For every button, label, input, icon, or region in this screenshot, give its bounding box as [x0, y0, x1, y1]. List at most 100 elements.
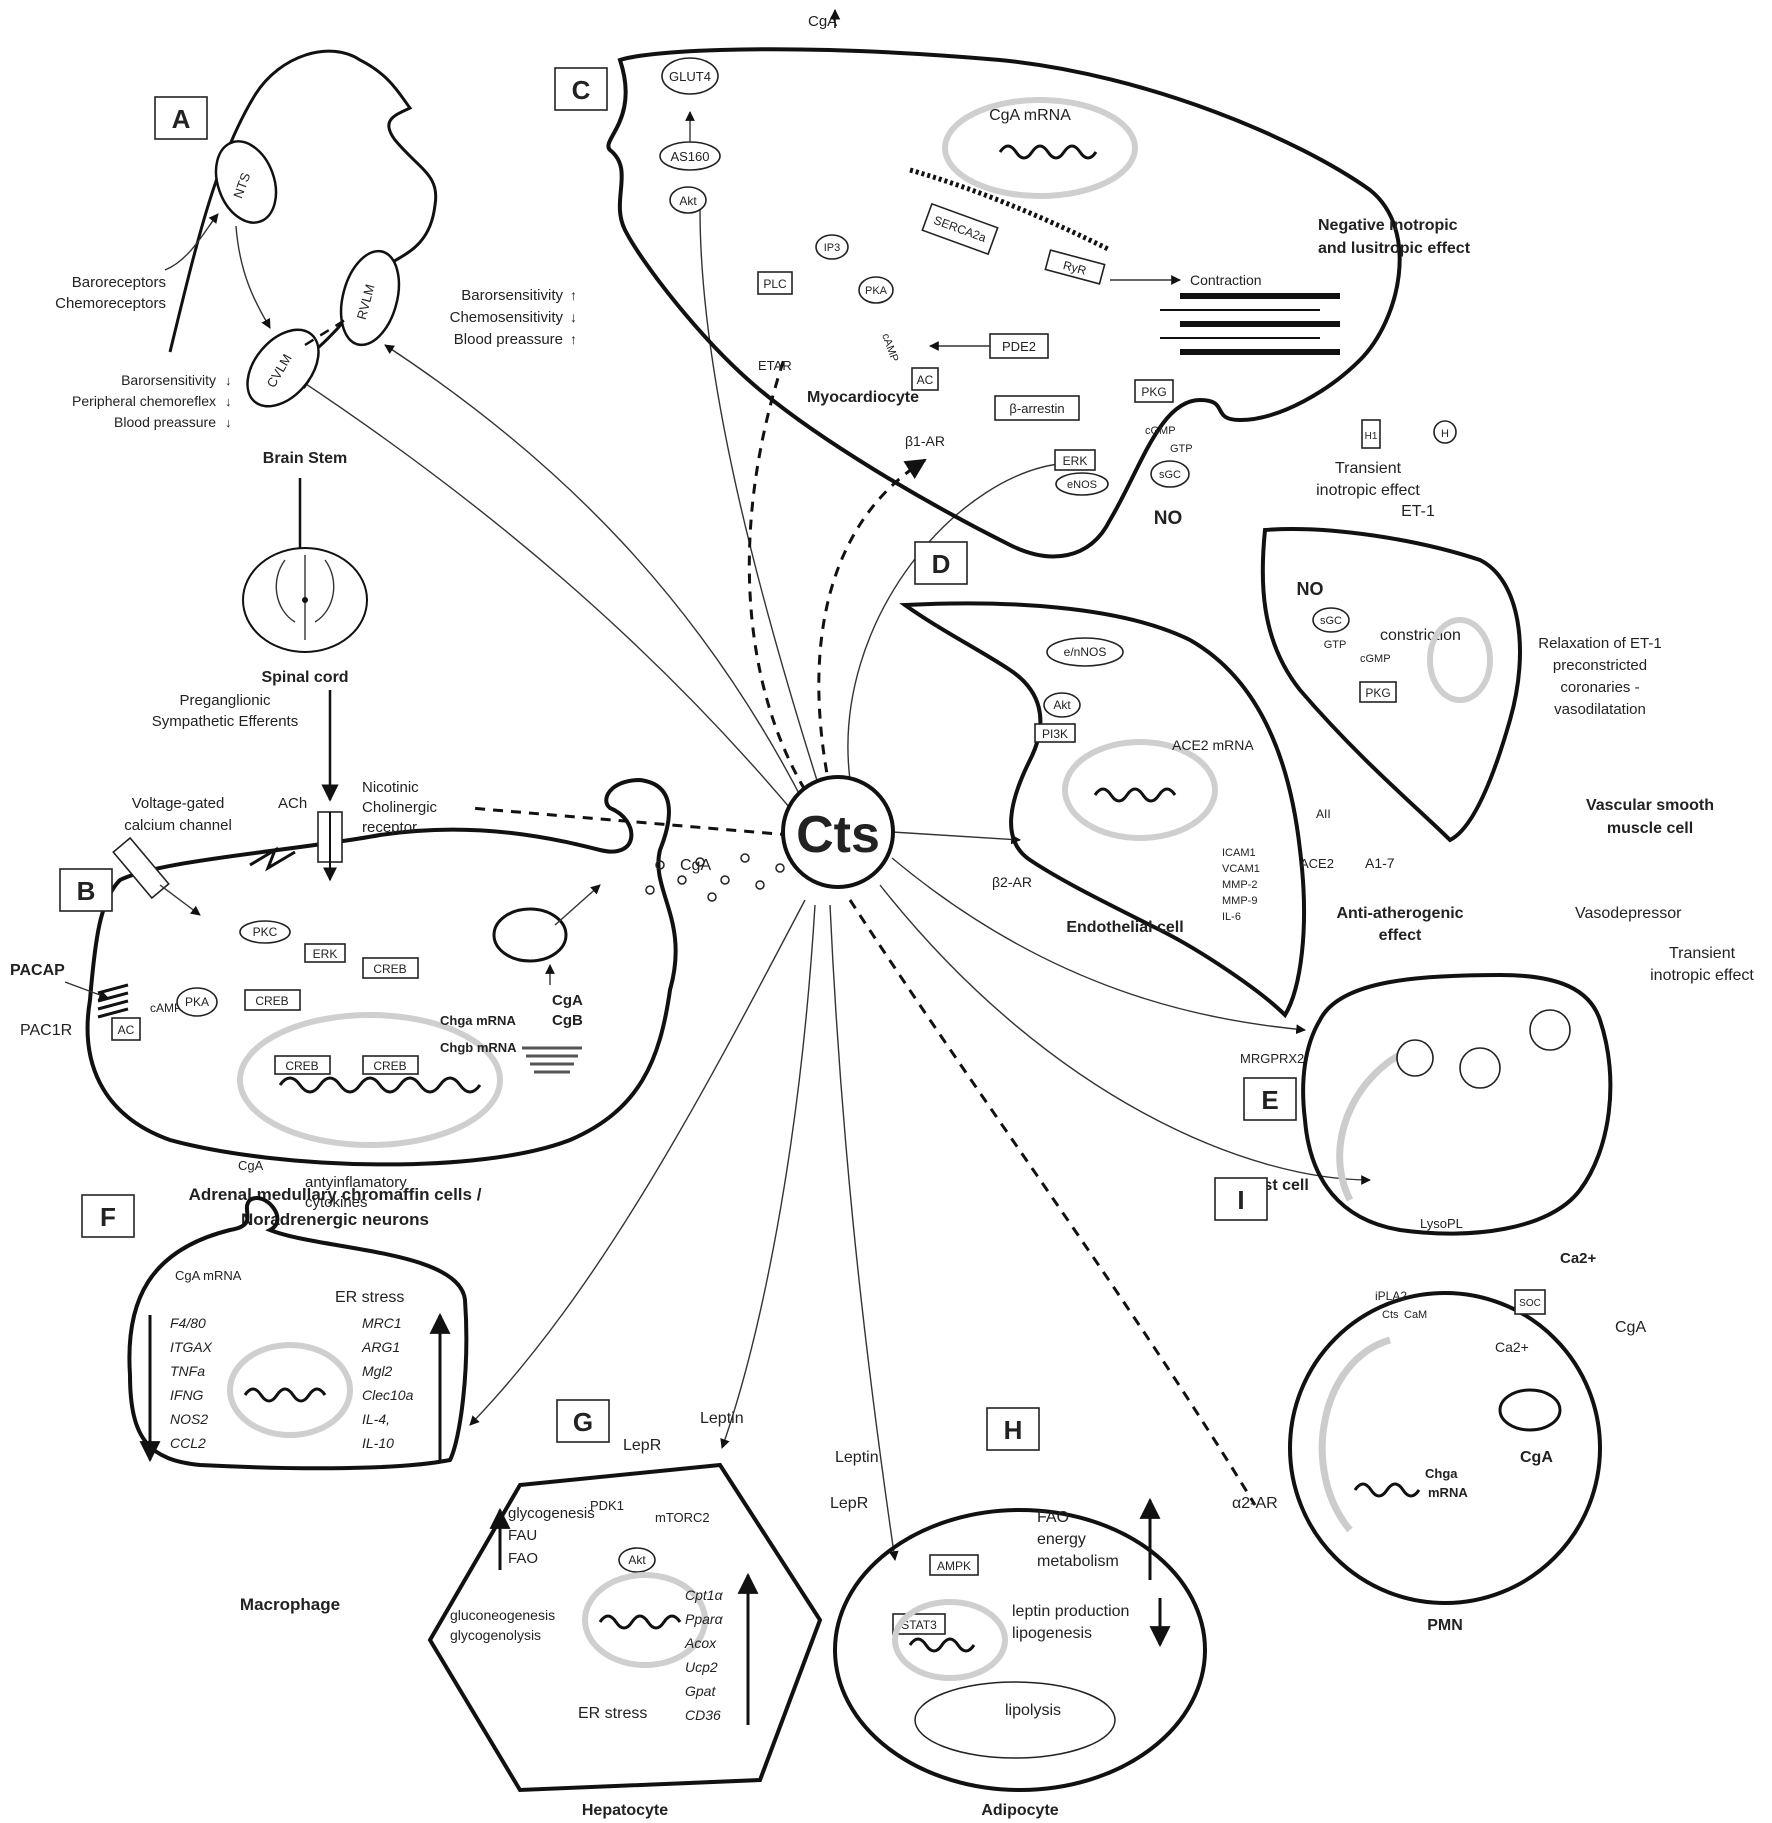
energy-label: energy — [1037, 1531, 1086, 1548]
plc-label: PLC — [763, 277, 787, 291]
chromaffin-nucleus — [237, 1012, 503, 1148]
gene-label: Mgl2 — [362, 1363, 393, 1379]
mast-cell-nucleus — [1336, 1046, 1412, 1202]
pka-label: PKA — [185, 995, 209, 1009]
mrna-label: mRNA — [1428, 1485, 1468, 1500]
dna-strand — [908, 1637, 976, 1653]
pkc-node — [239, 920, 291, 944]
macrophage-title: Macrophage — [240, 1595, 340, 1614]
gene-label: ARG1 — [361, 1339, 400, 1355]
panel-c-letter-box — [554, 67, 608, 111]
hepatocyte-nucleus — [582, 1572, 708, 1668]
creb-label: CREB — [255, 994, 288, 1008]
mmp2-label: MMP-2 — [1222, 879, 1257, 891]
sgc-node — [1312, 607, 1350, 633]
erk-box — [1054, 449, 1096, 471]
sgc-node — [1150, 460, 1190, 488]
cga-secreted-label: CgA — [238, 1158, 264, 1173]
no-label: NO — [1297, 579, 1324, 599]
soc-channel — [1514, 1289, 1546, 1315]
pkg-box — [1359, 681, 1397, 703]
gene-label: Ucp2 — [685, 1659, 718, 1675]
sgc-label: sGC — [1159, 469, 1181, 481]
golgi-apparatus — [522, 1046, 582, 1074]
voltage-gated-label: Voltage-gated — [132, 795, 225, 812]
vsmc-membrane — [1260, 527, 1522, 843]
vsmc-note-2: preconstricted — [1553, 657, 1647, 674]
pka-node — [176, 987, 218, 1017]
leptin-production-label: leptin production — [1012, 1603, 1129, 1620]
pkg-label: PKG — [1141, 385, 1166, 399]
down-arrow-glyph: ↓ — [225, 394, 232, 409]
vsmc-note-3: coronaries - — [1560, 679, 1639, 696]
panel-g-letter-box — [556, 1399, 610, 1443]
panel-d-letter: D — [932, 549, 951, 579]
sarcoplasmic-reticulum — [909, 167, 1112, 253]
sgc-label: sGC — [1320, 615, 1342, 627]
pmn-membrane — [1288, 1291, 1602, 1605]
etar-label: ETAR — [758, 358, 792, 373]
ca-label: Ca2+ — [1495, 1339, 1529, 1355]
no-label: NO — [1154, 508, 1183, 529]
pmn-title: PMN — [1427, 1617, 1463, 1634]
down-arrow-glyph: ↓ — [570, 309, 577, 325]
panel-a-letter: A — [172, 104, 191, 134]
dna-strand — [598, 1614, 682, 1630]
creb-label: CREB — [373, 962, 406, 976]
pacap-label: PACAP — [10, 962, 65, 979]
cts-bound-label: Cts — [1382, 1309, 1399, 1321]
gene-label: CD36 — [685, 1707, 721, 1723]
adipocyte-title: Adipocyte — [981, 1802, 1058, 1819]
a17-label: A1-7 — [1365, 855, 1395, 871]
lipolysis-label: lipolysis — [1005, 1702, 1061, 1719]
hepatocyte-title: Hepatocyte — [582, 1802, 668, 1819]
ac-box — [111, 1017, 141, 1041]
serca2a-box — [921, 202, 999, 256]
erk-label: ERK — [313, 947, 338, 961]
endothelial-title: Endothelial cell — [1066, 919, 1183, 936]
panel-h-letter-box — [986, 1407, 1040, 1451]
preganglionic-label: Preganglionic — [180, 692, 271, 709]
panel-c-letter: C — [572, 75, 591, 105]
glycogenolysis-label: glycogenolysis — [450, 1627, 541, 1643]
panel-h-letter: H — [1004, 1415, 1023, 1445]
cam-label: CaM — [1404, 1309, 1427, 1321]
a-right-effect-2: Chemosensitivity — [450, 309, 564, 326]
pac1r-receptor — [97, 983, 129, 1019]
creb-box — [274, 1055, 331, 1075]
chgb-mrna-label: Chgb mRNA — [440, 1040, 517, 1055]
creb-box — [362, 957, 419, 979]
camp-label: cAMP — [150, 1001, 182, 1015]
panel-i: I LysoPL iPLA2 Cts CaM SOC Ca2+ Ca2+ CgA… — [1214, 1177, 1646, 1634]
beta-arrestin-box — [994, 395, 1080, 421]
cga-label: CgA — [552, 992, 583, 1009]
pde2-label: PDE2 — [1002, 339, 1036, 354]
a-right-effect-1: Barorsensitivity — [461, 287, 563, 304]
myocardiocyte-membrane — [606, 47, 1402, 559]
aii-label: AII — [1316, 807, 1331, 821]
as160-label: AS160 — [670, 149, 709, 164]
panel-b: B PACAP PAC1R AC cAMP PKA CREB PKC ERK C… — [10, 777, 785, 1229]
leptin-label: Leptin — [835, 1449, 879, 1466]
dna-strand — [1093, 787, 1177, 803]
cytokines-label: cytokines — [305, 1194, 368, 1211]
panel-f-letter: F — [100, 1202, 116, 1232]
ampk-label: AMPK — [937, 1559, 971, 1573]
creb-box — [244, 989, 301, 1011]
sympathetic-efferents-label: Sympathetic Efferents — [152, 713, 298, 730]
ca-label: Ca2+ — [1560, 1250, 1597, 1267]
erk-label: ERK — [1063, 454, 1088, 468]
plc-box — [757, 271, 793, 295]
h1-label: H1 — [1365, 431, 1378, 442]
panel-i-letter: I — [1237, 1185, 1244, 1215]
calcium-channel — [112, 836, 170, 900]
macrophage-nucleus — [227, 1342, 353, 1438]
ace2-mrna-label: ACE2 mRNA — [1172, 737, 1254, 753]
gene-label: MRC1 — [362, 1315, 402, 1331]
ac-label: AC — [917, 373, 934, 387]
chga-label: Chga — [1425, 1466, 1458, 1481]
ryr-box — [1044, 249, 1106, 285]
fao-label: FAO — [508, 1550, 538, 1567]
vsmc-title-2: muscle cell — [1607, 820, 1693, 837]
